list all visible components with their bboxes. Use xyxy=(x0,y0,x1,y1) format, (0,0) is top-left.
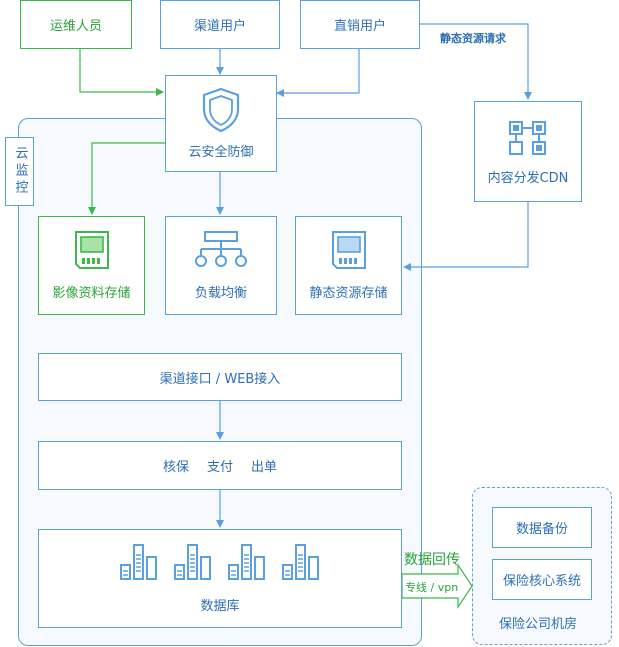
service-issuance: 出单 xyxy=(251,460,278,475)
insurer-room-label: 保险公司机房 xyxy=(499,617,578,632)
monitor-node: 云监控 xyxy=(5,137,34,206)
channel-user-label: 渠道用户 xyxy=(193,19,246,34)
load-balance-label: 负载均衡 xyxy=(194,286,247,301)
security-label: 云安全防御 xyxy=(188,145,254,160)
data-return-arrow xyxy=(401,563,473,609)
ops-node: 运维人员 xyxy=(20,0,132,49)
cdn-node: 内容分发CDN xyxy=(474,101,582,202)
dedicated-line-label: 专线 / vpn xyxy=(405,581,459,594)
channel-user-node: 渠道用户 xyxy=(160,0,280,49)
direct-user-node: 直销用户 xyxy=(300,0,420,49)
image-storage-node: 影像资料存储 xyxy=(38,216,145,315)
direct-user-label: 直销用户 xyxy=(333,19,386,34)
direct-to-cdn-line xyxy=(420,23,532,100)
cdn-to-static-line xyxy=(403,202,529,271)
network-nodes-icon xyxy=(509,121,546,155)
service-underwriting: 核保 xyxy=(162,460,189,475)
channel-api-label: 渠道接口 / WEB接入 xyxy=(159,371,281,387)
core-system-node: 保险核心系统 xyxy=(492,559,592,600)
database-bars-icon xyxy=(174,544,211,580)
monitor-label: 云监控 xyxy=(12,146,28,197)
hierarchy-icon xyxy=(195,231,247,267)
static-storage-label: 静态资源存储 xyxy=(309,286,388,301)
sd-card-icon xyxy=(74,231,109,269)
database-bars-icon xyxy=(228,544,265,580)
ops-label: 运维人员 xyxy=(49,19,102,34)
database-label: 数据库 xyxy=(200,599,240,614)
channel-api-node: 渠道接口 / WEB接入 xyxy=(38,353,402,401)
services-node: 核保 支付 出单 xyxy=(38,441,402,490)
shield-icon xyxy=(202,87,240,133)
direct-to-security-line xyxy=(276,49,360,97)
security-to-image-line xyxy=(88,142,165,215)
load-balance-node: 负载均衡 xyxy=(165,216,277,315)
database-bars-icon xyxy=(282,544,319,580)
database-bars-icon xyxy=(120,543,320,581)
core-system-label: 保险核心系统 xyxy=(502,574,581,589)
static-storage-node: 静态资源存储 xyxy=(295,216,402,315)
image-storage-label: 影像资料存储 xyxy=(52,286,131,301)
static-request-label: 静态资源请求 xyxy=(440,32,506,45)
ops-to-security-line xyxy=(79,49,164,96)
service-payment: 支付 xyxy=(206,460,233,475)
backup-label: 数据备份 xyxy=(515,522,568,537)
database-bars-icon xyxy=(120,544,157,580)
sd-card-icon xyxy=(331,231,366,269)
cdn-label: 内容分发CDN xyxy=(487,171,569,186)
data-return-label: 数据回传 xyxy=(404,552,460,568)
database-node: 数据库 xyxy=(38,529,402,628)
security-node: 云安全防御 xyxy=(165,75,277,172)
backup-node: 数据备份 xyxy=(492,507,592,548)
